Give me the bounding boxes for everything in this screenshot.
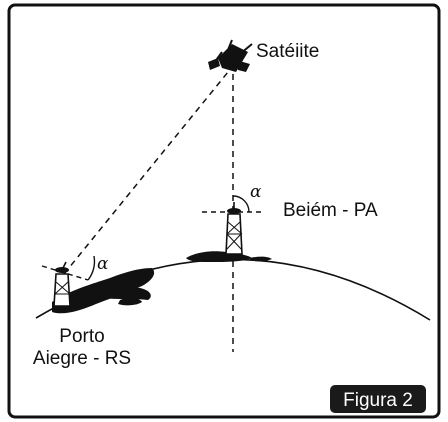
land-mass-north-tip bbox=[250, 256, 272, 262]
alpha-belem-label: α bbox=[250, 182, 262, 202]
satellite-label: Satéiite bbox=[256, 41, 319, 62]
alpha-porto-label: α bbox=[97, 254, 109, 274]
frame-border bbox=[7, 3, 441, 419]
angle-arc-porto bbox=[87, 255, 96, 281]
angle-arc-belem bbox=[232, 195, 250, 213]
porto-label-line1: Porto bbox=[59, 326, 104, 347]
belem-label: Beiém - PA bbox=[283, 200, 378, 221]
land-mass-south-detail bbox=[100, 287, 151, 300]
antenna-tower-belem-icon bbox=[225, 202, 243, 255]
antenna-tower-porto-icon bbox=[53, 261, 71, 307]
land-mass-south bbox=[52, 268, 155, 314]
porto-label-line2: Aiegre - RS bbox=[33, 348, 131, 369]
satellite-icon bbox=[208, 39, 253, 72]
horizon-line-porto bbox=[41, 265, 89, 281]
figure-badge-label: Figura 2 bbox=[343, 390, 413, 411]
signal-path-porto bbox=[63, 71, 229, 275]
figure-badge bbox=[330, 385, 426, 413]
land-islet bbox=[118, 297, 142, 306]
